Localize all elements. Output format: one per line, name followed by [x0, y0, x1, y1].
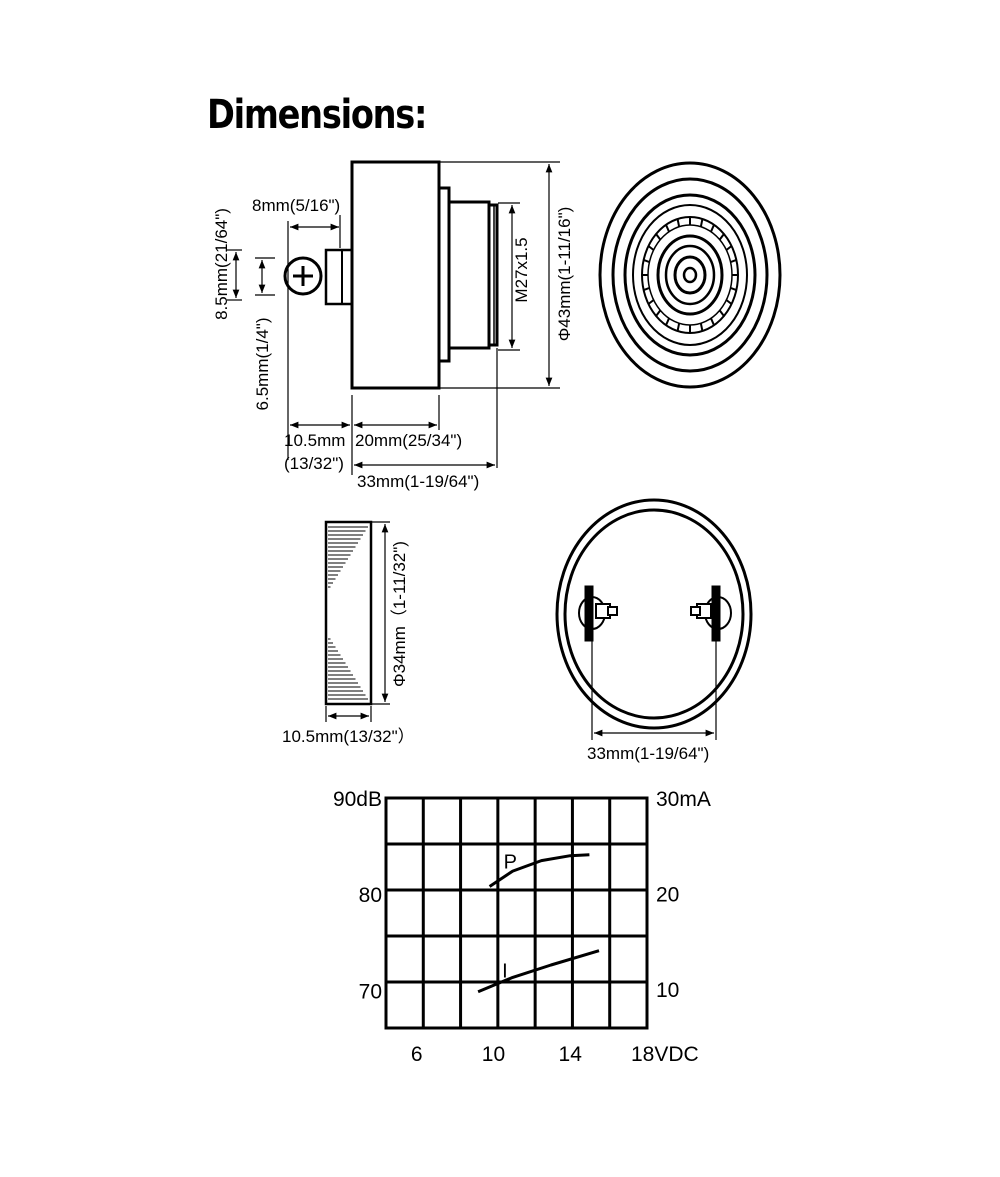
label-43mm: Φ43mm(1-11/16")	[555, 207, 574, 342]
side-view-labels: 8mm(5/16") 8.5mm(21/64") 6.5mm(1/4") 10.…	[212, 196, 574, 491]
front-rib	[647, 299, 655, 305]
terminal-stem	[324, 248, 354, 306]
page-title: Dimensions:	[207, 92, 427, 138]
x-tick-label: 14	[559, 1043, 583, 1066]
label-10-5mm-a: 10.5mm	[284, 431, 345, 450]
front-rib	[730, 259, 737, 264]
x-tick-label: 6	[411, 1043, 423, 1066]
front-rib	[647, 245, 655, 251]
thread-section	[447, 200, 491, 350]
chart-grid	[384, 796, 649, 1030]
front-rib	[655, 233, 662, 241]
y-left-tick-label: 70	[359, 980, 382, 1003]
front-rib	[730, 286, 737, 291]
y-right-tick-label: 10	[656, 979, 679, 1002]
front-rib	[665, 317, 670, 326]
front-rib	[699, 218, 704, 227]
label-thread: M27x1.5	[512, 237, 531, 302]
front-rib	[655, 309, 662, 317]
front-rib	[718, 233, 725, 241]
series-line-i	[477, 949, 600, 994]
terminal-right	[690, 585, 732, 642]
x-tick-label: 18VDC	[631, 1043, 699, 1066]
label-33mm: 33mm(1-19/64")	[357, 472, 479, 491]
front-rib	[699, 323, 704, 332]
series-label-i: I	[502, 961, 508, 983]
back-view: 33mm(1-19/64")	[555, 498, 753, 763]
series-label-p: P	[504, 852, 517, 874]
front-rib	[710, 224, 715, 233]
y-right-tick-label: 20	[656, 883, 679, 906]
label-terminal-spacing: 33mm(1-19/64")	[587, 744, 709, 763]
label-20mm: 20mm(25/34")	[355, 431, 462, 450]
front-rib	[676, 323, 681, 332]
thread-lip	[487, 203, 499, 347]
y-left-tick-label: 80	[359, 884, 382, 907]
front-rib	[725, 245, 733, 251]
front-rib	[676, 218, 681, 227]
front-rib	[725, 299, 733, 305]
nut-view: Φ34mm（1-11/32") 10.5mm(13/32"）	[282, 520, 415, 746]
front-ribs	[642, 217, 738, 333]
front-rib	[643, 259, 650, 264]
x-tick-label: 10	[482, 1043, 505, 1066]
label-8-5mm: 8.5mm(21/64")	[212, 208, 231, 320]
label-6-5mm: 6.5mm(1/4")	[253, 318, 272, 411]
chart-series: PI	[477, 852, 600, 994]
label-10-5mm-b: (13/32")	[284, 454, 344, 473]
label-nut-thickness: 10.5mm(13/32"）	[282, 727, 415, 746]
y-right-tick-label: 30mA	[656, 788, 711, 811]
front-rib	[643, 286, 650, 291]
extension-lines	[227, 161, 560, 475]
nut-hatching	[328, 526, 368, 700]
series-line-p	[488, 853, 590, 888]
label-34mm: Φ34mm（1-11/32")	[390, 541, 409, 687]
front-rib	[710, 317, 715, 326]
front-rib	[718, 309, 725, 317]
y-left-tick-label: 90dB	[333, 788, 382, 811]
front-view	[598, 161, 782, 389]
terminal-screw	[283, 256, 323, 296]
buzzer-body	[350, 160, 441, 390]
side-view	[227, 160, 560, 475]
terminal-left	[578, 585, 618, 642]
chart-frame	[384, 796, 649, 1030]
front-rib	[665, 224, 670, 233]
chart-tick-labels: 6 10 14 18VDC 70 80 90dB 10 20 30mA	[333, 788, 711, 1066]
label-8mm: 8mm(5/16")	[252, 196, 340, 215]
